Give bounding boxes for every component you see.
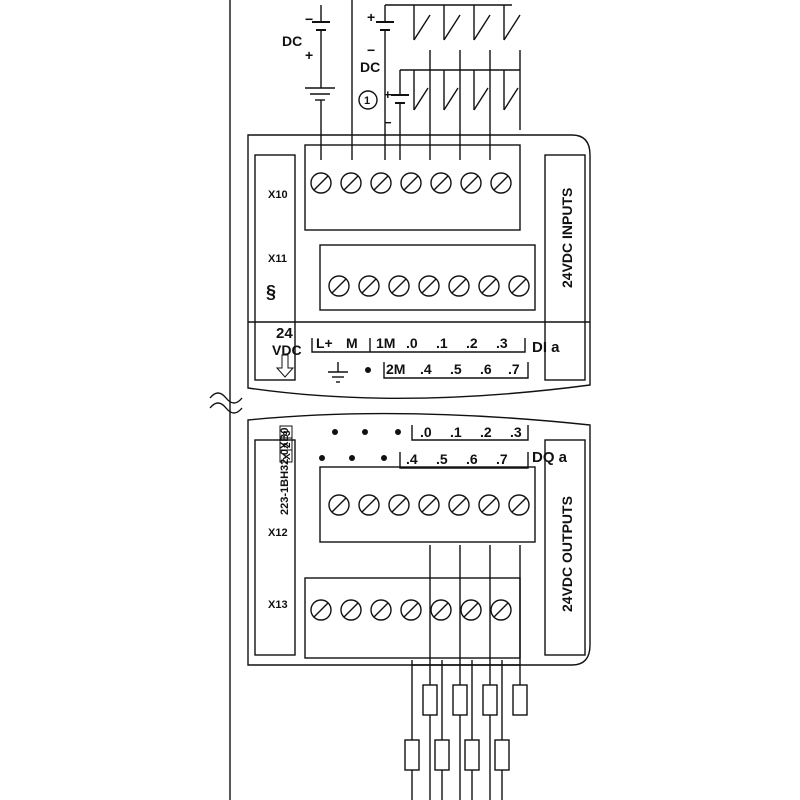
terminal-label-1: .1 bbox=[436, 335, 448, 351]
x13-terminal-block bbox=[310, 599, 512, 621]
dc-label-bottom: DC bbox=[360, 59, 380, 75]
dc-minus-top: − bbox=[305, 11, 313, 27]
input-module-outline bbox=[247, 134, 591, 399]
status-leds bbox=[319, 367, 401, 461]
x12-terminal-block bbox=[328, 494, 530, 516]
inputs-side-label: 24VDC INPUTS bbox=[559, 188, 575, 288]
version-box-2: 2 bbox=[282, 442, 293, 448]
supply-wiring bbox=[305, 0, 521, 160]
terminal-label-5: .5 bbox=[450, 361, 462, 377]
out-terminal-label-7: .7 bbox=[496, 451, 508, 467]
break-mark bbox=[209, 392, 243, 404]
x10-terminal-block bbox=[310, 172, 512, 194]
dc-plus-top: + bbox=[305, 47, 313, 63]
connector-x10-label: X10 bbox=[268, 189, 288, 201]
dc-minus-second: − bbox=[384, 115, 392, 130]
terminal-label-2m: 2M bbox=[386, 361, 405, 377]
terminal-label-6: .6 bbox=[480, 361, 492, 377]
power-label-24: 24 bbox=[276, 325, 293, 342]
footnote-number: 1 bbox=[364, 95, 370, 107]
connector-x11-label: X11 bbox=[268, 253, 287, 265]
group-label-dq: DQ a bbox=[532, 449, 568, 466]
terminal-label-m: M bbox=[346, 335, 358, 351]
connector-x13-label: X13 bbox=[268, 599, 288, 611]
input-terminal-labels-bottom: 2M .4 .5 .6 .7 bbox=[386, 361, 520, 377]
tuv-mark-icon: § bbox=[266, 282, 276, 302]
version-box-3: 3 bbox=[282, 430, 293, 436]
dc-plus-right: + bbox=[367, 9, 375, 25]
part-number: 223-1BH32-0XB0 bbox=[279, 428, 291, 515]
terminal-label-3: .3 bbox=[496, 335, 508, 351]
out-terminal-label-2: .2 bbox=[480, 424, 492, 440]
out-terminal-label-5: .5 bbox=[436, 451, 448, 467]
x11-terminal-block bbox=[328, 275, 530, 297]
input-terminal-labels-top: L+ M 1M .0 .1 .2 .3 bbox=[316, 335, 508, 351]
out-terminal-label-3: .3 bbox=[510, 424, 522, 440]
dc-plus-second: + bbox=[384, 87, 392, 102]
outputs-side-label: 24VDC OUTPUTS bbox=[559, 496, 575, 612]
output-load-wiring bbox=[404, 545, 528, 800]
terminal-label-0: .0 bbox=[406, 335, 418, 351]
output-terminal-labels-bottom: .4 .5 .6 .7 bbox=[406, 451, 508, 467]
dc-minus-right: − bbox=[367, 42, 375, 58]
terminal-label-1m: 1M bbox=[376, 335, 395, 351]
version-box-x: X bbox=[282, 453, 293, 460]
terminal-label-7: .7 bbox=[508, 361, 520, 377]
output-module-outline bbox=[247, 412, 591, 666]
version-boxes bbox=[279, 425, 293, 463]
out-terminal-label-0: .0 bbox=[420, 424, 432, 440]
dc-label-top: DC bbox=[282, 33, 302, 49]
out-terminal-label-6: .6 bbox=[466, 451, 478, 467]
connector-x12-label: X12 bbox=[268, 527, 288, 539]
group-label-di: DI a bbox=[532, 339, 560, 356]
out-terminal-label-4: .4 bbox=[406, 451, 418, 467]
output-terminal-labels-top: .0 .1 .2 .3 bbox=[420, 424, 522, 440]
terminal-label-lplus: L+ bbox=[316, 335, 333, 351]
power-label-vdc: VDC bbox=[272, 342, 302, 358]
terminal-label-4: .4 bbox=[420, 361, 432, 377]
out-terminal-label-1: .1 bbox=[450, 424, 462, 440]
terminal-label-2: .2 bbox=[466, 335, 478, 351]
